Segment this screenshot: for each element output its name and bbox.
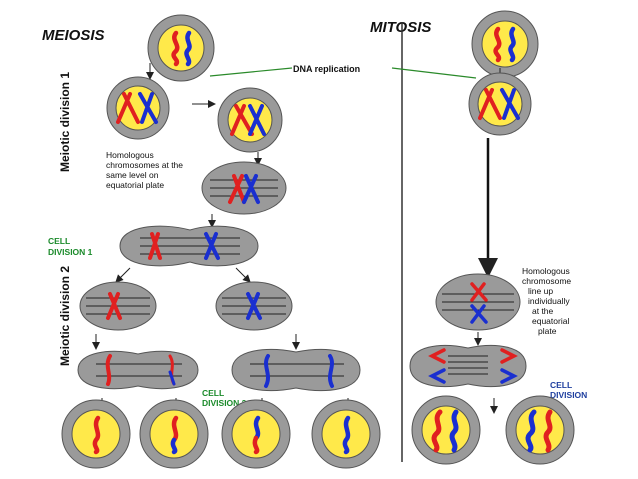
dna-line-right [391, 67, 477, 79]
meiosis-metaphase-2-cell-right [215, 281, 293, 331]
mitosis-metaphase-cell [435, 273, 521, 331]
mitosis-parent-cell [471, 10, 539, 78]
meiosis-replicated-cell [106, 76, 170, 140]
mitosis-title: MITOSIS [370, 19, 431, 36]
mitosis-daughter-cell-2 [505, 395, 575, 465]
mitosis-replicated-cell [468, 72, 532, 136]
meiosis-title: MEIOSIS [42, 27, 105, 44]
meiosis-gamete-3 [221, 399, 291, 469]
arrow-meiosis-5a [115, 267, 131, 283]
homologous-mitosis-label: Homologous chromosome line up individual… [522, 266, 574, 336]
meiosis-gamete-2 [139, 399, 209, 469]
cell-division-2-label: CELL DIVISION 2 [202, 388, 247, 408]
meiosis-synapsis-cell [217, 87, 283, 153]
meiosis-gamete-4 [311, 399, 381, 469]
homologous-meiosis-label: Homologous chromosomes at the same level… [106, 150, 185, 190]
meiotic-division-2-label: Meiotic division 2 [58, 266, 72, 366]
dna-replication-label: DNA replication [293, 64, 360, 74]
meiosis-gamete-1 [61, 399, 131, 469]
meiosis-metaphase-1-cell [201, 161, 287, 215]
meiosis-parent-cell [147, 14, 215, 82]
meiotic-division-1-label: Meiotic division 1 [58, 72, 72, 172]
dna-line-left [209, 67, 293, 77]
meiosis-anaphase-2-cell-right [231, 348, 361, 392]
mitosis-daughter-cell-1 [411, 395, 481, 465]
arrow-meiosis-5b [235, 267, 251, 283]
cell-division-1-label: CELL DIVISION 1 [48, 236, 93, 257]
meiosis-metaphase-2-cell-left [79, 281, 157, 331]
cell-division-mitosis-label: CELL DIVISION [550, 380, 587, 400]
meiosis-anaphase-1-cell [119, 225, 259, 267]
mitosis-anaphase-cell [409, 345, 527, 387]
meiosis-anaphase-2-cell-left [77, 350, 199, 390]
